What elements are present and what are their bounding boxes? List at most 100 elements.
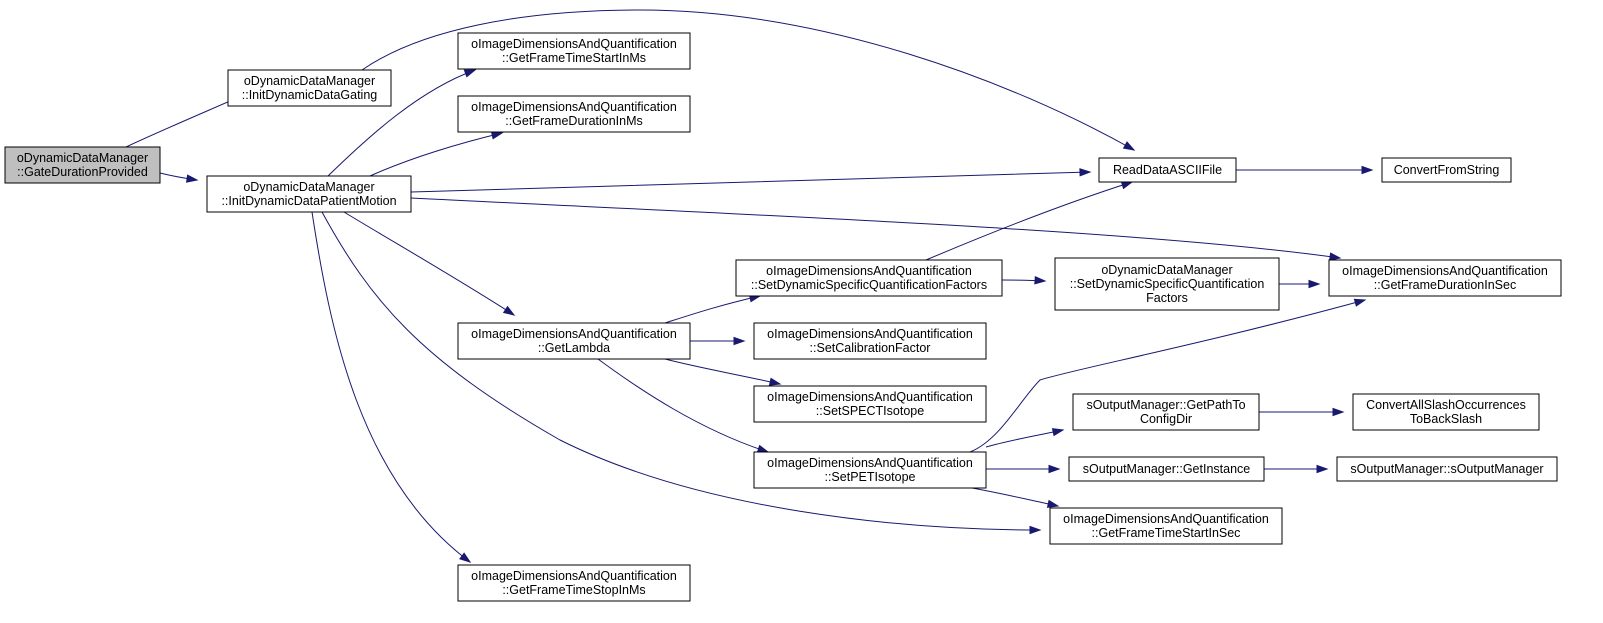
node-label-line: ::GetLambda — [538, 341, 610, 355]
edge-line — [369, 132, 503, 177]
node-box — [1068, 456, 1265, 482]
node-label-line: oImageDimensionsAndQuantification — [471, 100, 677, 114]
node-gfdms[interactable]: oImageDimensionsAndQuantification::GetFr… — [457, 95, 691, 133]
edge-line — [311, 211, 471, 563]
node-label-line: ::SetSPECTIsotope — [816, 404, 924, 418]
node-label-line: sOutputManager::sOutputManager — [1350, 462, 1543, 476]
arrowhead — [1353, 298, 1367, 307]
node-gftsms[interactable]: oImageDimensionsAndQuantification::GetFr… — [457, 32, 691, 70]
node-label-line: oImageDimensionsAndQuantification — [766, 264, 972, 278]
edge-initpm-to-gftsp — [311, 211, 472, 563]
node-label-line: ConfigDir — [1140, 412, 1192, 426]
node-label-line: oImageDimensionsAndQuantification — [471, 37, 677, 51]
node-box — [1352, 393, 1540, 431]
nodes: oDynamicDataManager::GateDurationProvide… — [4, 32, 1562, 602]
arrowhead — [733, 336, 746, 346]
arrowhead — [1046, 499, 1060, 508]
edge-setpet-to-gfds — [969, 298, 1367, 453]
node-label-line: ReadDataASCIIFile — [1113, 163, 1222, 177]
edge-initpm-to-gfds — [410, 197, 1342, 261]
node-convert[interactable]: ConvertFromString — [1381, 157, 1512, 183]
edge-line — [971, 487, 1059, 507]
node-label-line: oImageDimensionsAndQuantification — [767, 327, 973, 341]
arrowhead — [1316, 464, 1329, 474]
edge-gate-to-initpm — [159, 172, 199, 183]
arrowhead — [459, 552, 472, 563]
node-label-line: oImageDimensionsAndQuantification — [471, 569, 677, 583]
node-box — [753, 322, 987, 360]
node-setcal[interactable]: oImageDimensionsAndQuantification::SetCa… — [753, 322, 987, 360]
node-label-line: ::InitDynamicDataGating — [242, 88, 378, 102]
edge-line — [410, 197, 1341, 259]
node-box — [4, 146, 161, 184]
edge-line — [925, 181, 1133, 261]
node-gftss[interactable]: oImageDimensionsAndQuantification::GetFr… — [1049, 507, 1283, 545]
node-box — [457, 95, 691, 133]
node-box — [457, 322, 691, 360]
arrowhead — [1029, 525, 1042, 535]
node-box — [735, 259, 1003, 297]
arrowhead — [490, 131, 504, 140]
node-box — [1049, 507, 1283, 545]
node-gftsp[interactable]: oImageDimensionsAndQuantification::GetFr… — [457, 564, 691, 602]
edge-getlambda-to-sdsqf — [664, 294, 762, 324]
node-box — [1328, 259, 1562, 297]
node-label-line: sOutputManager::GetInstance — [1083, 462, 1251, 476]
arrowhead — [463, 69, 477, 78]
node-getlambda[interactable]: oImageDimensionsAndQuantification::GetLa… — [457, 322, 691, 360]
node-gate[interactable]: oDynamicDataManager::GateDurationProvide… — [4, 146, 161, 184]
node-box — [227, 69, 392, 107]
edge-setpet-to-getinst — [986, 464, 1061, 474]
node-label-line: oImageDimensionsAndQuantification — [1342, 264, 1548, 278]
node-label-line: oImageDimensionsAndQuantification — [471, 327, 677, 341]
edge-line — [410, 171, 1091, 193]
edge-setpet-to-gftss — [971, 487, 1060, 508]
node-setpet[interactable]: oImageDimensionsAndQuantification::SetPE… — [753, 451, 987, 489]
edge-getlambda-to-setcal — [689, 336, 746, 346]
edge-getlambda-to-setpet — [597, 358, 770, 453]
edge-line — [597, 358, 769, 453]
node-label-line: ::SetCalibrationFactor — [810, 341, 931, 355]
arrowhead — [1120, 181, 1134, 190]
node-som[interactable]: sOutputManager::sOutputManager — [1336, 456, 1558, 482]
arrowhead — [1079, 168, 1092, 177]
edge-getinst-to-som — [1264, 464, 1329, 474]
edge-line — [327, 69, 476, 177]
node-label-line: oDynamicDataManager — [17, 151, 148, 165]
edge-line — [664, 358, 781, 385]
node-label-line: ::SetPETIsotope — [824, 470, 915, 484]
arrowhead — [1332, 407, 1345, 417]
arrowhead — [1308, 279, 1321, 289]
node-read[interactable]: ReadDataASCIIFile — [1098, 157, 1237, 183]
node-label-line: ::SetDynamicSpecificQuantification — [1070, 277, 1265, 291]
edge-line — [664, 295, 761, 324]
edges — [125, 9, 1374, 563]
node-setspect[interactable]: oImageDimensionsAndQuantification::SetSP… — [753, 385, 987, 423]
edge-ddmsdsqf-to-gfds — [1279, 279, 1321, 289]
node-ddmsdsqf[interactable]: oDynamicDataManager::SetDynamicSpecificQ… — [1054, 257, 1280, 311]
node-initpm[interactable]: oDynamicDataManager::InitDynamicDataPati… — [206, 175, 412, 213]
edge-setpet-to-getpath — [985, 428, 1065, 448]
edge-initpm-to-getlambda — [343, 211, 516, 316]
node-label-line: ToBackSlash — [1410, 412, 1482, 426]
node-gfds[interactable]: oImageDimensionsAndQuantification::GetFr… — [1328, 259, 1562, 297]
edge-line — [321, 211, 1041, 531]
node-initgating[interactable]: oDynamicDataManager::InitDynamicDataGati… — [227, 69, 392, 107]
edge-line — [969, 299, 1366, 453]
node-label-line: ::GetFrameDurationInSec — [1374, 278, 1516, 292]
node-label-line: oImageDimensionsAndQuantification — [1063, 512, 1269, 526]
edge-initpm-to-gftsms — [327, 69, 477, 177]
edge-line — [343, 211, 515, 316]
node-box — [1072, 393, 1260, 431]
edge-getpath-to-convslash — [1259, 407, 1345, 417]
node-sdsqf[interactable]: oImageDimensionsAndQuantification::SetDy… — [735, 259, 1003, 297]
edge-initpm-to-gfdms — [369, 131, 504, 177]
edge-sdsqf-to-read — [925, 181, 1134, 261]
node-getinst[interactable]: sOutputManager::GetInstance — [1068, 456, 1265, 482]
arrowhead — [1051, 428, 1065, 437]
arrowhead — [1329, 252, 1342, 261]
node-label-line: oImageDimensionsAndQuantification — [767, 390, 973, 404]
node-label-line: ::GetFrameTimeStopInMs — [502, 583, 645, 597]
